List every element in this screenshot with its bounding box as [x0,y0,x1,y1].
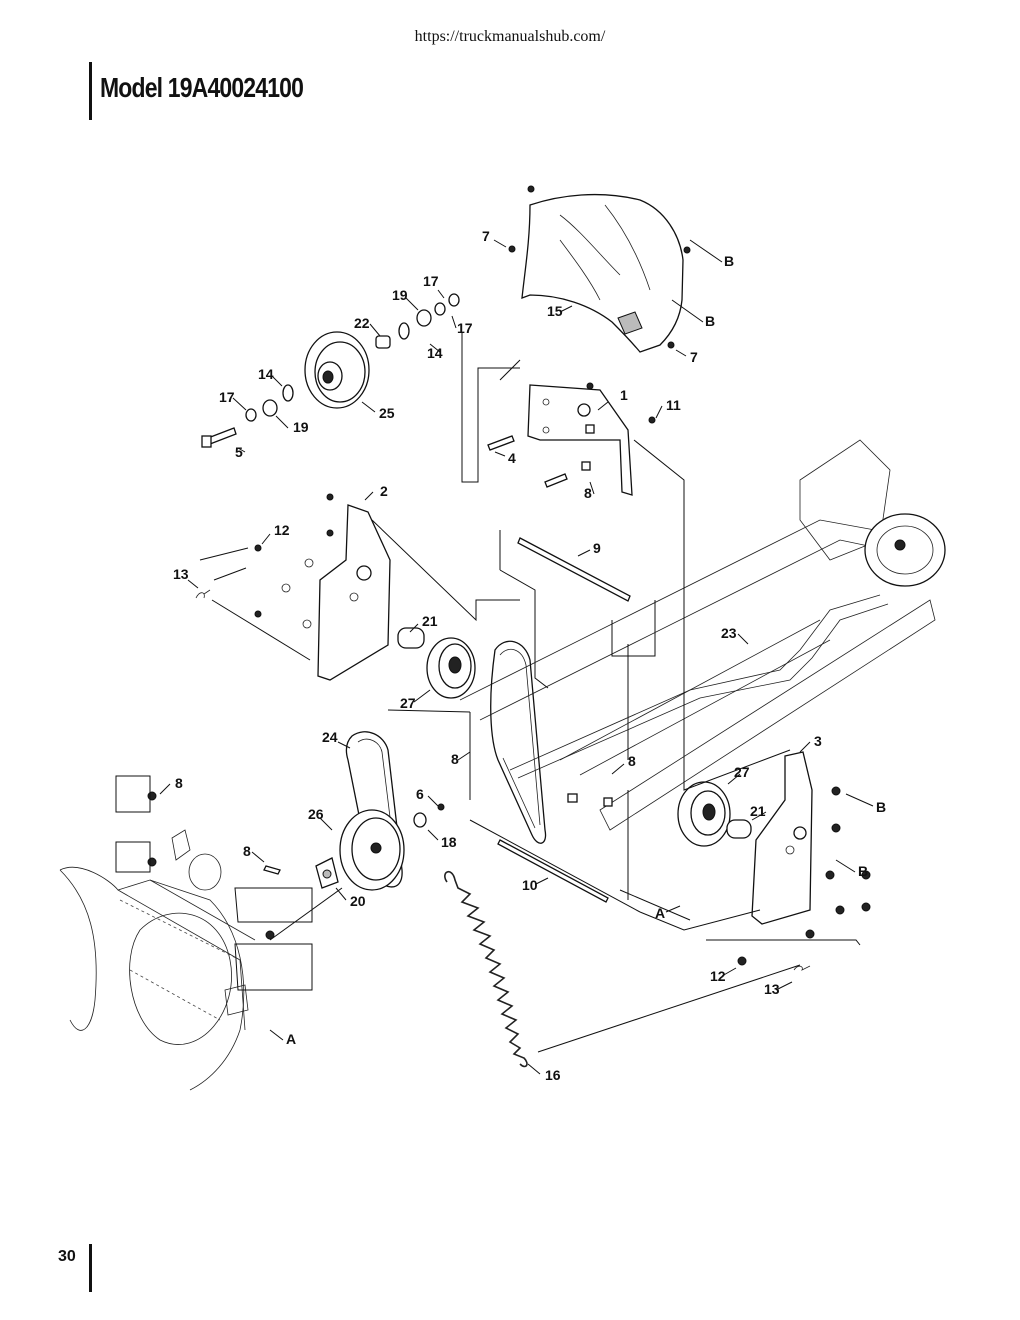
callout-14b: 14 [427,345,443,361]
callout-7b: 7 [690,349,698,365]
page-title: Model 19A40024100 [100,72,304,103]
callout-20: 20 [350,893,366,909]
upper-pulley-assembly [201,293,460,448]
callout-8c: 8 [628,753,636,769]
callout-12a: 12 [274,522,290,538]
callout-1: 1 [620,387,628,403]
callout-10: 10 [522,877,538,893]
title-rule [89,62,92,120]
callout-B4: B [858,863,868,879]
callout-13b: 13 [764,981,780,997]
callout-19a: 19 [392,287,408,303]
callout-2: 2 [380,483,388,499]
callout-15: 15 [547,303,563,319]
callout-B2: B [705,313,715,329]
callout-24: 24 [322,729,338,745]
callout-14a: 14 [258,366,274,382]
callout-A1: A [655,905,665,921]
upper-bracket-1 [487,382,656,496]
auger-housing [59,791,275,1091]
auger-pulley-26 [263,803,445,891]
guide-lines [115,332,861,1053]
callout-17c: 17 [219,389,235,405]
callout-18: 18 [441,834,457,850]
callout-B1: B [724,253,734,269]
callout-12b: 12 [710,968,726,984]
callout-8e: 8 [243,843,251,859]
callout-5: 5 [235,444,243,460]
cable-23 [509,594,889,779]
callout-17a: 17 [423,273,439,289]
page-rule [89,1244,92,1292]
callout-A2: A [286,1031,296,1047]
callout-22: 22 [354,315,370,331]
callout-labels: 1 2 3 4 5 6 7 7 8 8 8 8 8 9 10 11 12 12 … [173,228,886,1083]
callout-9: 9 [593,540,601,556]
callout-8b: 8 [451,751,459,767]
rod-10 [497,839,609,903]
callout-21a: 21 [422,613,438,629]
callout-3: 3 [814,733,822,749]
callout-26: 26 [308,806,324,822]
callout-11: 11 [666,397,681,413]
shaft-9 [517,537,631,602]
callout-19b: 19 [293,419,309,435]
left-plate-2 [195,493,391,681]
auger-belt-24 [345,731,403,888]
belt-cover-15 [508,185,691,353]
callout-8d: 8 [175,775,183,791]
callout-4: 4 [508,450,516,466]
callout-6: 6 [416,786,424,802]
callout-23: 23 [721,625,737,641]
callout-16: 16 [545,1067,561,1083]
callout-17b: 17 [457,320,473,336]
callout-21b: 21 [750,803,766,819]
callout-13a: 13 [173,566,189,582]
callout-7a: 7 [482,228,490,244]
spring-16 [444,871,528,1068]
callout-B3: B [876,799,886,815]
callout-ticks [159,239,874,1075]
right-plate-3 [567,751,871,971]
callout-25: 25 [379,405,395,421]
source-url[interactable]: https://truckmanualshub.com/ [414,28,606,45]
drive-belt [490,640,547,844]
idler-pulley-27 [397,627,476,699]
callout-8a: 8 [584,485,592,501]
callout-27a: 27 [400,695,416,711]
page-number: 30 [58,1248,76,1265]
